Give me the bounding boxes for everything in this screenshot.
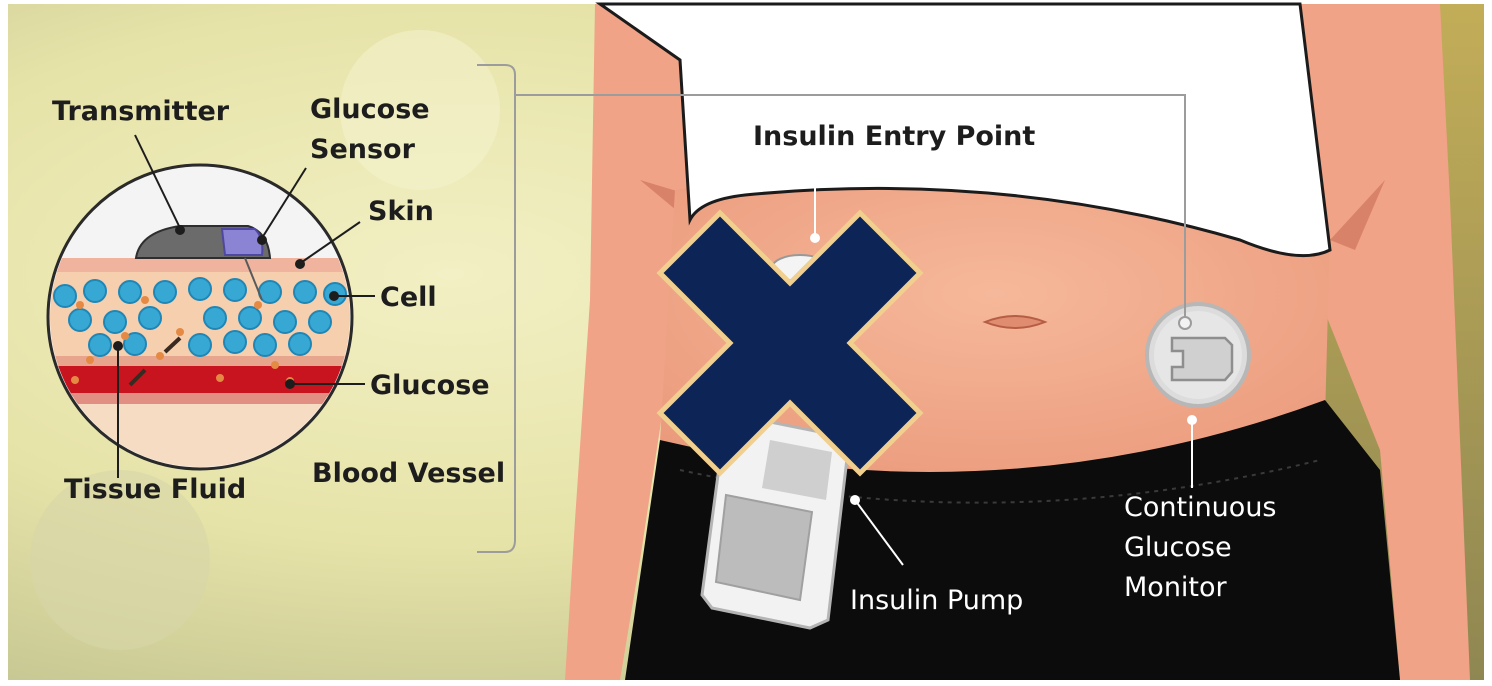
label-insulin-entry-point: Insulin Entry Point: [753, 121, 1035, 152]
pump-leader-dot: [850, 495, 860, 505]
label-tissue-fluid: Tissue Fluid: [64, 474, 246, 505]
label-glucose-sensor-line1: Glucose: [310, 94, 430, 125]
connector-dot: [1179, 317, 1191, 329]
label-glucose-sensor-line2: Sensor: [310, 134, 416, 165]
label-cell: Cell: [380, 282, 437, 313]
label-insulin-pump: Insulin Pump: [850, 585, 1023, 616]
continuous-glucose-monitor-device: [1147, 304, 1249, 406]
label-skin: Skin: [368, 196, 434, 227]
label-cgm-line2: Glucose: [1124, 532, 1232, 563]
label-transmitter: Transmitter: [52, 96, 230, 127]
label-glucose: Glucose: [370, 370, 490, 401]
sensor-window: [222, 229, 262, 255]
label-blood-vessel: Blood Vessel: [312, 458, 505, 489]
label-cgm-line3: Monitor: [1124, 572, 1228, 603]
cgm-leader-dot: [1187, 415, 1197, 425]
label-cgm-line1: Continuous: [1124, 492, 1277, 523]
entry-leader-dot: [810, 233, 820, 243]
